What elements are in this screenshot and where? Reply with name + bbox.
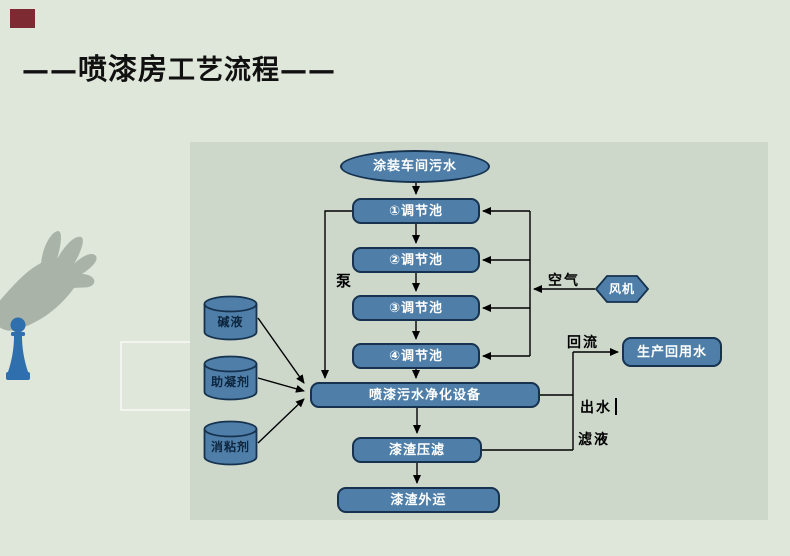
node-sludge-press[interactable]: 漆渣压滤 bbox=[352, 437, 482, 463]
title-main: 喷漆房 bbox=[78, 52, 169, 86]
node-label: ①调节池 bbox=[388, 203, 443, 219]
node-label: 风机 bbox=[608, 282, 635, 296]
node-sludge-transport[interactable]: 漆渣外运 bbox=[337, 487, 500, 513]
node-label: ③调节池 bbox=[388, 300, 443, 316]
page-title: ——喷漆房工艺流程—— bbox=[22, 46, 336, 88]
node-label: 喷漆污水净化设备 bbox=[368, 387, 481, 403]
text-cursor bbox=[615, 398, 617, 415]
title-rest: 工艺流程 bbox=[168, 55, 281, 86]
node-chemical-detackifier[interactable]: 消粘剂 bbox=[203, 420, 258, 466]
node-source-wastewater[interactable]: 涂装车间污水 bbox=[340, 150, 490, 183]
hand-graphic bbox=[0, 231, 97, 331]
cylinder-shape bbox=[203, 355, 258, 401]
node-chemical-alkali[interactable]: 碱液 bbox=[203, 295, 258, 341]
node-tank-3[interactable]: ③调节池 bbox=[352, 295, 480, 321]
node-chemical-coagulant[interactable]: 助凝剂 bbox=[203, 355, 258, 401]
node-reuse-water[interactable]: 生产回用水 bbox=[622, 337, 722, 367]
diagram-panel: 涂装车间污水 ①调节池 ②调节池 ③调节池 ④调节池 风机 生产回用水 喷漆污水… bbox=[190, 142, 768, 520]
node-label: 涂装车间污水 bbox=[372, 159, 457, 174]
node-fan[interactable]: 风机 bbox=[595, 275, 649, 303]
callout-rect bbox=[120, 341, 196, 411]
node-tank-1[interactable]: ①调节池 bbox=[352, 198, 480, 224]
node-label: 碱液 bbox=[217, 315, 244, 329]
corner-accent bbox=[10, 9, 35, 28]
title-dash-right: —— bbox=[280, 55, 337, 86]
cylinder-shape bbox=[203, 420, 258, 466]
connector-lines bbox=[257, 183, 619, 484]
node-label: 消粘剂 bbox=[210, 440, 250, 454]
node-label: ④调节池 bbox=[388, 348, 443, 364]
label-air[interactable]: 空气 bbox=[548, 273, 580, 289]
node-purifier[interactable]: 喷漆污水净化设备 bbox=[310, 382, 540, 408]
node-label: 生产回用水 bbox=[636, 344, 707, 360]
node-label: 助凝剂 bbox=[210, 375, 250, 389]
label-pump[interactable]: 泵 bbox=[336, 272, 354, 290]
node-label: 漆渣外运 bbox=[390, 492, 447, 508]
node-label: ②调节池 bbox=[388, 252, 443, 268]
hexagon-shape bbox=[595, 275, 649, 303]
label-filtrate[interactable]: 滤液 bbox=[578, 432, 610, 448]
chess-piece-graphic bbox=[6, 317, 30, 380]
title-dash-left: —— bbox=[22, 55, 78, 86]
label-reflux[interactable]: 回流 bbox=[567, 335, 599, 351]
node-label: 漆渣压滤 bbox=[388, 442, 445, 458]
label-outflow[interactable]: 出水 bbox=[580, 400, 612, 416]
cylinder-shape bbox=[203, 295, 258, 341]
node-tank-4[interactable]: ④调节池 bbox=[352, 343, 480, 369]
node-tank-2[interactable]: ②调节池 bbox=[352, 247, 480, 273]
